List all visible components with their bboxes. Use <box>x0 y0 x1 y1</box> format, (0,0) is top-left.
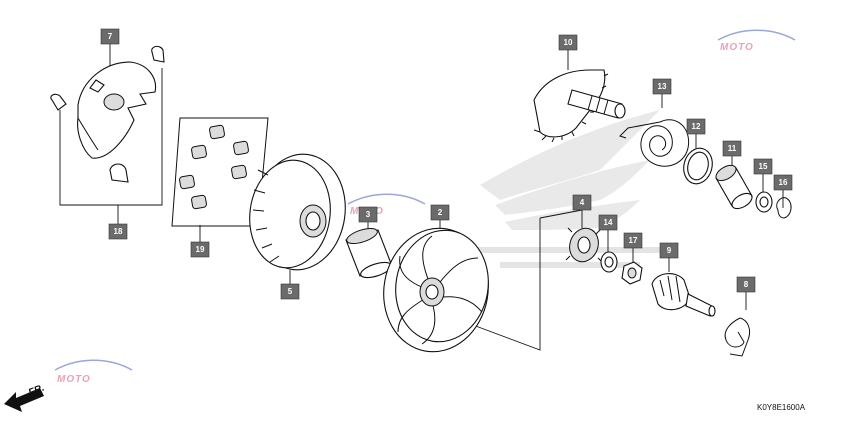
arrow-left-icon <box>4 388 44 412</box>
starter-driven-gear-part <box>565 227 603 263</box>
callout-label: 18 <box>114 227 123 236</box>
callout-label: 10 <box>564 38 573 47</box>
front-direction-indicator: FR. <box>4 383 46 412</box>
callout-14: 14 <box>598 214 618 231</box>
moto-watermark-bottom-left: MOTO <box>54 359 133 385</box>
callout-label: 16 <box>779 178 788 187</box>
callout-7: 7 <box>100 28 120 45</box>
callout-18: 18 <box>108 223 128 240</box>
callout-8: 8 <box>736 276 756 293</box>
callout-16: 16 <box>773 174 793 191</box>
oil-seal-ring-part <box>683 147 713 185</box>
kick-starter-spindle-shaft-part <box>533 69 626 143</box>
callout-13: 13 <box>652 78 672 95</box>
spring-clip-part <box>724 317 751 357</box>
weight-roller-set-part <box>171 117 269 227</box>
moto-watermark-top-right: MOTO <box>717 29 796 53</box>
flange-nut-part <box>621 261 643 285</box>
callout-label: 7 <box>108 32 113 41</box>
drive-face-fan-part <box>383 227 489 353</box>
callout-label: 5 <box>288 287 293 296</box>
callout-label: 4 <box>580 198 585 207</box>
direction-label: FR. <box>27 383 46 399</box>
starter-bushing-part <box>715 164 753 210</box>
callout-label: 13 <box>658 82 667 91</box>
callout-12: 12 <box>686 118 706 135</box>
callout-label: 11 <box>728 144 737 153</box>
moto-watermark-text: MOTO <box>57 374 91 385</box>
callout-label: 8 <box>744 280 749 289</box>
callout-label: 12 <box>692 122 701 131</box>
ramp-plate-part <box>77 61 157 159</box>
circlip-part <box>776 197 792 219</box>
callout-5: 5 <box>280 283 300 300</box>
callout-3: 3 <box>358 206 378 223</box>
callout-15: 15 <box>753 158 773 175</box>
slide-piece-clip-part <box>50 45 165 183</box>
callout-label: 15 <box>759 162 768 171</box>
moto-watermark-text: MOTO <box>720 42 754 53</box>
callout-17: 17 <box>623 232 643 249</box>
callout-label: 19 <box>196 245 205 254</box>
callout-label: 3 <box>366 210 371 219</box>
callout-10: 10 <box>558 34 578 51</box>
kick-starter-spindle-part <box>651 273 716 317</box>
callout-label: 9 <box>667 246 672 255</box>
diagram-code: K0Y8E1600A <box>757 403 806 412</box>
callout-4: 4 <box>572 194 592 211</box>
callout-label: 2 <box>438 208 443 217</box>
callout-2: 2 <box>430 204 450 221</box>
callout-19: 19 <box>190 241 210 258</box>
drive-face-boss-part <box>345 227 393 279</box>
callout-label: 17 <box>629 236 638 245</box>
callout-label: 14 <box>604 218 613 227</box>
thrust-washer-part <box>600 251 618 273</box>
callout-11: 11 <box>722 140 742 157</box>
movable-drive-face-part <box>249 153 346 271</box>
kick-starter-spring-part <box>619 119 690 167</box>
callout-9: 9 <box>659 242 679 259</box>
plain-washer-part <box>755 191 773 213</box>
